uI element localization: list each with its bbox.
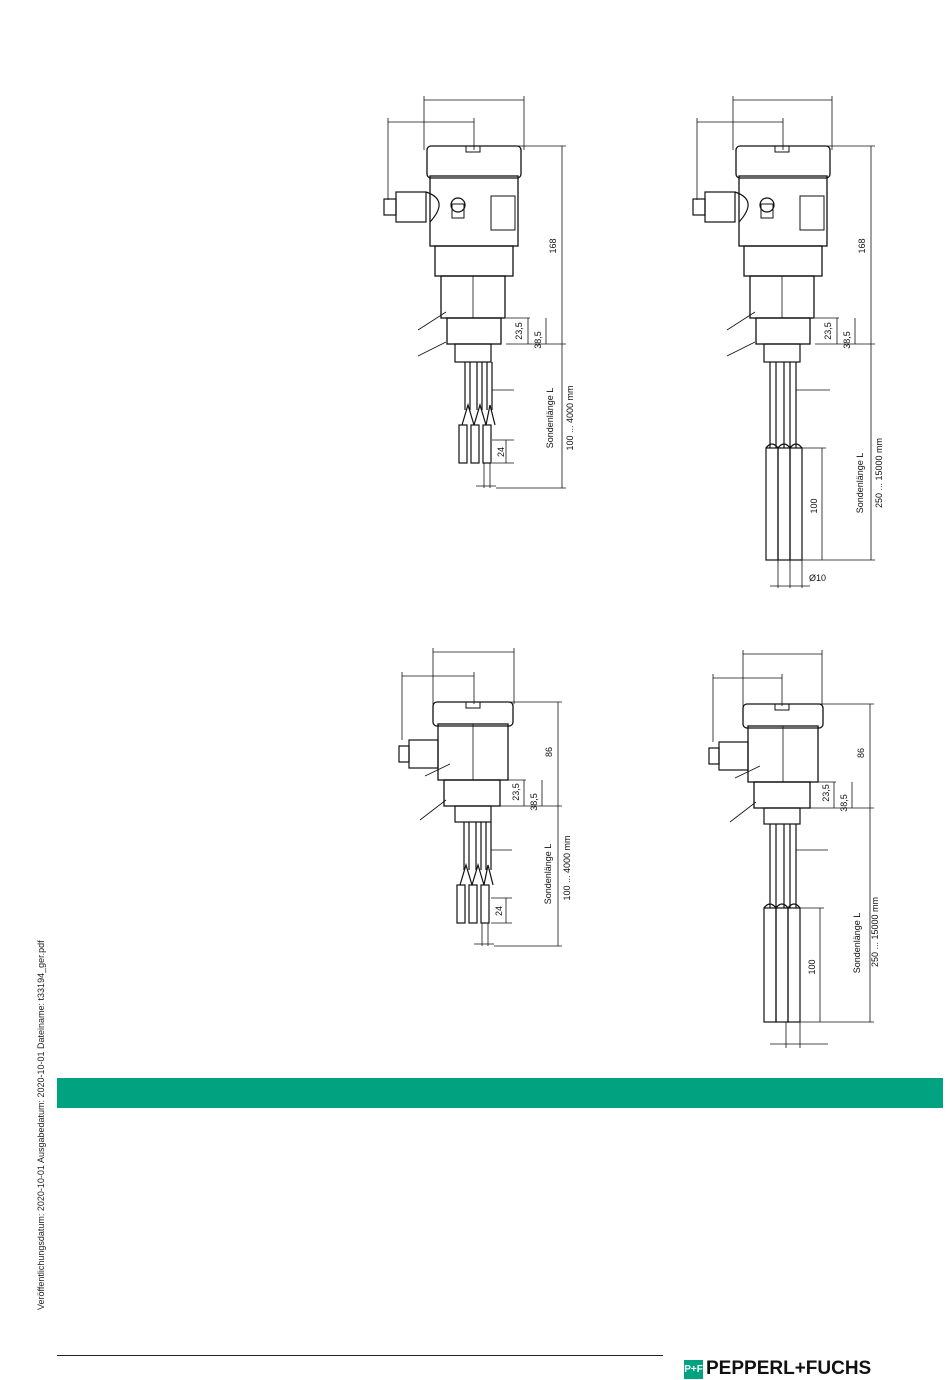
d2-tip: 100 — [809, 498, 819, 513]
section-band — [57, 1078, 943, 1108]
d2-diameter: Ø10 — [809, 573, 826, 583]
d1-thread-b: 38,5 — [533, 331, 543, 349]
d4-tip: 100 — [807, 959, 817, 974]
footer-divider — [57, 1355, 663, 1356]
d2-probe-label: Sondenlänge L — [855, 453, 865, 514]
d3-probe-range: 100 ... 4000 mm — [562, 835, 572, 900]
d4-total-height: 86 — [856, 748, 866, 758]
d1-probe-label: Sondenlänge L — [545, 388, 555, 449]
brand-mark-icon: P+F — [684, 1360, 703, 1379]
brand-logo: P+F PEPPERL+FUCHS — [684, 1358, 871, 1380]
d1-total-height: 168 — [548, 238, 558, 253]
d2-total-height: 168 — [857, 238, 867, 253]
d4-thread-a: 23,5 — [821, 784, 831, 802]
d4-probe-label: Sondenlänge L — [852, 913, 862, 974]
d3-probe-label: Sondenlänge L — [543, 844, 553, 905]
d2-thread-b: 38,5 — [842, 331, 852, 349]
d1-probe-range: 100 ... 4000 mm — [565, 385, 575, 450]
drawing-1: 168 23,5 38,5 Sondenlänge L 100 ... 4000… — [384, 96, 575, 488]
d1-tip: 24 — [496, 447, 506, 457]
d3-thread-b: 38,5 — [529, 793, 539, 811]
d2-probe-range: 250 ... 15000 mm — [874, 438, 884, 508]
d1-thread-a: 23,5 — [514, 322, 524, 340]
drawing-3: 86 23,5 38,5 Sondenlänge L 100 ... 4000 … — [399, 648, 572, 946]
drawing-2: 168 23,5 38,5 Sondenlänge L 250 ... 1500… — [693, 96, 884, 588]
d4-probe-range: 250 ... 15000 mm — [870, 897, 880, 967]
drawing-4: 86 23,5 38,5 Sondenlänge L 250 ... 15000… — [709, 650, 880, 1048]
d2-thread-a: 23,5 — [823, 322, 833, 340]
d3-thread-a: 23,5 — [511, 783, 521, 801]
brand-name: PEPPERL+FUCHS — [706, 1358, 871, 1380]
d3-total-height: 86 — [544, 747, 554, 757]
d3-tip: 24 — [494, 906, 504, 916]
d4-thread-b: 38,5 — [839, 794, 849, 812]
